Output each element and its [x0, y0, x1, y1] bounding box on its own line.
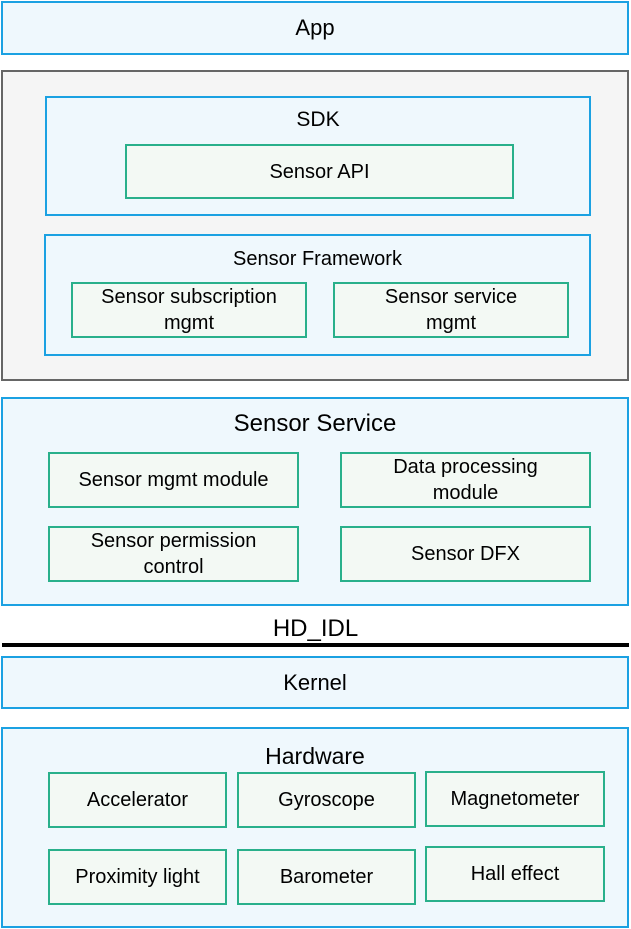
- sensor-service-title: Sensor Service: [233, 410, 397, 437]
- proximity-light-label: Proximity light: [75, 866, 200, 888]
- sensor-framework-title: Sensor Framework: [233, 248, 402, 270]
- accelerator-block: Accelerator: [48, 772, 227, 828]
- sensor-api-block: Sensor API: [125, 144, 514, 199]
- magnetometer-label: Magnetometer: [450, 788, 580, 810]
- gyroscope-label: Gyroscope: [278, 789, 375, 811]
- barometer-block: Barometer: [237, 849, 416, 905]
- gyroscope-block: Gyroscope: [237, 772, 416, 828]
- hall-effect-block: Hall effect: [425, 846, 605, 902]
- proximity-light-block: Proximity light: [48, 849, 227, 905]
- hardware-title: Hardware: [265, 743, 365, 769]
- kernel-layer: Kernel: [1, 656, 629, 709]
- sensor-subscription-mgmt-label: Sensor subscription mgmt: [101, 286, 277, 334]
- accelerator-label: Accelerator: [86, 789, 189, 811]
- kernel-label: Kernel: [283, 669, 347, 695]
- hd-idl-label: HD_IDL: [272, 615, 359, 642]
- sensor-mgmt-module-block: Sensor mgmt module: [48, 452, 299, 508]
- sensor-permission-control-block: Sensor permission control: [48, 526, 299, 582]
- sensor-service-mgmt-label: Sensor service mgmt: [384, 286, 518, 334]
- sensor-dfx-label: Sensor DFX: [411, 543, 520, 565]
- sensor-api-label: Sensor API: [269, 160, 370, 183]
- sensor-permission-control-label: Sensor permission control: [90, 530, 257, 578]
- sensor-subscription-mgmt-block: Sensor subscription mgmt: [71, 282, 307, 338]
- magnetometer-block: Magnetometer: [425, 771, 605, 827]
- data-processing-module-label: Data processing module: [393, 456, 538, 504]
- sensor-dfx-block: Sensor DFX: [340, 526, 591, 582]
- barometer-label: Barometer: [279, 866, 374, 888]
- sensor-mgmt-module-label: Sensor mgmt module: [78, 469, 269, 491]
- hall-effect-label: Hall effect: [470, 863, 560, 885]
- sensor-service-mgmt-block: Sensor service mgmt: [333, 282, 569, 338]
- data-processing-module-block: Data processing module: [340, 452, 591, 508]
- hd-idl-divider: [2, 643, 629, 647]
- app-layer: App: [1, 1, 629, 55]
- app-label: App: [295, 15, 335, 40]
- sdk-title: SDK: [296, 108, 340, 131]
